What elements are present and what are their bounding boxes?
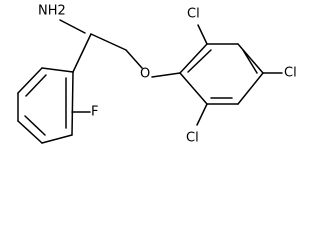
bond-c-phenyl [72, 33, 92, 73]
ring2-bond-1 [179, 43, 208, 74]
ring1-bond-1 [41, 67, 74, 73]
fluorophenyl-ring [17, 67, 91, 144]
bond-ch2-o [125, 49, 143, 69]
backbone-bonds [59, 19, 181, 78]
ether-oxygen-label: O [140, 67, 150, 82]
ring2-double-2 [242, 49, 258, 74]
molecule-structure: NH2 O F Cl Cl Cl [17, 4, 297, 146]
bond-o-ring [151, 72, 181, 78]
chlorine-right-label: Cl [284, 66, 297, 81]
bond-c-cl-bottom [196, 103, 208, 126]
bond-c-ch2 [90, 33, 127, 51]
chlorine-top-label: Cl [187, 7, 200, 22]
ring1-bond-2 [17, 67, 43, 94]
ring1-double-1 [25, 74, 47, 97]
chlorine-bottom-label: Cl [186, 131, 199, 146]
atom-labels: NH2 O F Cl Cl Cl [38, 4, 297, 146]
ring1-bond-4 [17, 120, 43, 144]
ring2-bond-6 [179, 72, 208, 105]
trichlorophenyl-ring [179, 24, 283, 126]
amine-label: NH2 [38, 4, 66, 19]
bond-c-n [59, 19, 86, 34]
fluorine-label: F [91, 105, 98, 120]
ring1-bond-5 [41, 134, 73, 144]
ring2-bond-4 [237, 72, 264, 105]
ring1-bond-6 [71, 71, 74, 136]
bond-c-cl-top [197, 24, 208, 45]
ring2-bond-3 [237, 43, 264, 74]
ring1-double-2 [24, 115, 46, 136]
ring2-double-1 [187, 49, 212, 73]
